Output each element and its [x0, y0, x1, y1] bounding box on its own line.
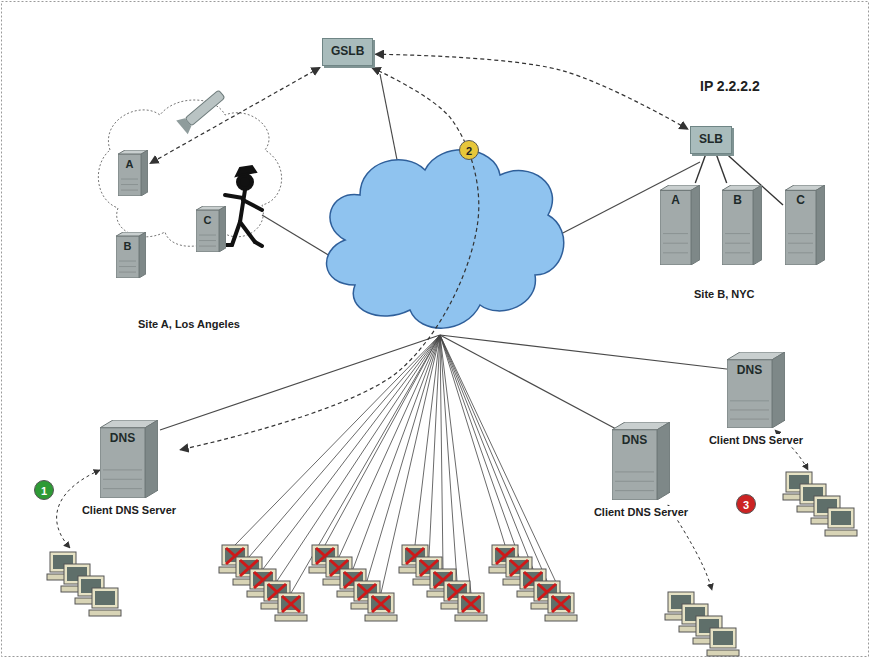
- server-outline: [196, 206, 226, 252]
- server-shape: B: [722, 185, 762, 265]
- node-label: DNS: [100, 432, 145, 446]
- node-label: B: [116, 240, 139, 253]
- server-shape: C: [785, 185, 825, 265]
- node-label: A: [118, 158, 141, 171]
- node-caption: Client DNS Server: [707, 434, 805, 447]
- callout-number: 2: [459, 140, 479, 160]
- server-shape: C: [196, 206, 226, 252]
- dns-server: DNS Client DNS Server: [80, 420, 178, 517]
- ip-address: IP 2.2.2.2: [700, 78, 760, 94]
- network-link: [695, 156, 705, 183]
- attack-computer: [275, 593, 307, 621]
- server-outline: [722, 185, 762, 265]
- node-label: C: [785, 194, 816, 208]
- server-tower: B: [722, 185, 762, 265]
- network-link: [717, 156, 727, 183]
- site-label: Site A, Los Angeles: [138, 318, 240, 330]
- attacker-figure: [224, 166, 262, 246]
- client-computer: [89, 588, 121, 616]
- server-tower: A: [118, 150, 148, 196]
- missile-icon: [176, 87, 227, 134]
- server-shape: DNS: [727, 352, 785, 428]
- node-label: A: [660, 194, 691, 208]
- network-link: [235, 335, 561, 593]
- internet-cloud: [327, 150, 564, 328]
- node-label: C: [196, 214, 219, 227]
- server-tower: C: [196, 206, 226, 252]
- node-label: DNS: [727, 364, 772, 378]
- server-tower: A: [660, 185, 700, 265]
- dns-server: DNS Client DNS Server: [707, 352, 805, 447]
- server-outline: [118, 150, 148, 196]
- slb-box: SLB: [690, 126, 732, 154]
- server-tower: C: [785, 185, 825, 265]
- server-outline: [116, 232, 146, 278]
- attack-computer: [455, 593, 487, 621]
- server-tower: B: [116, 232, 146, 278]
- dashed-arrow: [150, 68, 320, 164]
- server-shape: DNS: [612, 422, 670, 500]
- server-shape: B: [116, 232, 146, 278]
- gslb-box: GSLB: [322, 38, 373, 66]
- callout-number: 1: [34, 480, 54, 500]
- node-label: SLB: [699, 133, 723, 147]
- callout-number: 3: [736, 494, 756, 514]
- network-link: [160, 74, 735, 430]
- attack-computer: [365, 593, 397, 621]
- server-shape: A: [660, 185, 700, 265]
- node-label: GSLB: [331, 45, 364, 59]
- node-caption: Client DNS Server: [592, 506, 690, 519]
- site-label: Site B, NYC: [694, 288, 755, 300]
- attack-computer: [545, 593, 577, 621]
- node-label: DNS: [612, 434, 657, 448]
- server-outline: [785, 185, 825, 265]
- client-computer: [825, 508, 857, 536]
- server-shape: DNS: [100, 420, 158, 498]
- client-computer: [707, 628, 739, 656]
- dns-query-arrow: [57, 430, 808, 590]
- dashed-arrow: [180, 68, 479, 450]
- node-caption: Client DNS Server: [80, 504, 178, 517]
- dns-server: DNS Client DNS Server: [592, 422, 690, 519]
- server-shape: A: [118, 150, 148, 196]
- node-label: B: [722, 194, 753, 208]
- server-outline: [660, 185, 700, 265]
- dashed-arrow: [375, 54, 688, 129]
